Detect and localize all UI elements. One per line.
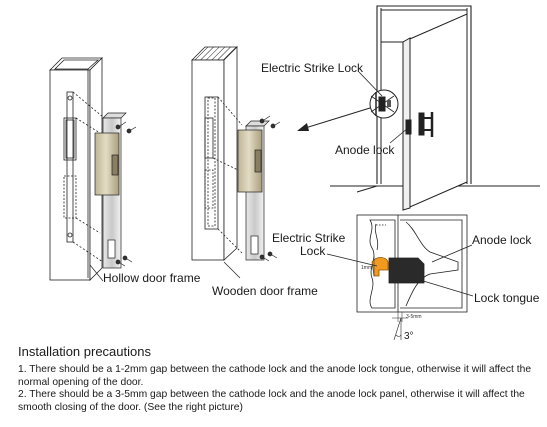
precaution-item-1: 1. There should be a 1-2mm gap between t… [18, 364, 532, 388]
tongue-detail-leader [419, 279, 474, 297]
anode-lock-top-leader [389, 127, 409, 144]
strike-lock-top-leader [358, 71, 383, 97]
precautions-title: Installation precautions [18, 344, 151, 359]
hollow-frame-strike-lock [94, 112, 137, 269]
direction-arrow [297, 107, 371, 131]
precaution-item-2: 2. There should be a 3-5mm gap between t… [18, 389, 525, 413]
diagram-svg [49, 5, 540, 341]
door-illustration [330, 5, 540, 211]
label-detail-lock: Lock [300, 244, 326, 258]
anode-detail-leader [431, 244, 473, 263]
detail-view [356, 214, 468, 341]
wooden-frame-leader [223, 261, 241, 279]
label-detail-electric-strike: Electric Strike [272, 231, 346, 245]
installation-diagram: Hollow door frame Wooden door frame Elec… [49, 5, 540, 342]
wooden-door-frame [191, 46, 243, 261]
strike-detail-leader [326, 253, 378, 267]
label-hollow-door-frame: Hollow door frame [103, 271, 201, 285]
label-wooden-door-frame: Wooden door frame [212, 284, 318, 298]
label-lock-tongue: Lock tongue [474, 291, 540, 305]
label-dim-3-5mm: 3-5mm [406, 314, 422, 320]
label-anode-lock: Anode lock [335, 143, 395, 157]
hollow-frame-leader [89, 264, 104, 282]
wooden-frame-strike-lock [237, 115, 281, 262]
label-angle: 3° [404, 331, 414, 342]
label-electric-strike-lock: Electric Strike Lock [261, 61, 364, 75]
label-dim-1mm: 1mm [361, 265, 373, 271]
label-detail-anode-lock: Anode lock [472, 233, 532, 247]
installation-precautions: Installation precautions 1. There should… [18, 344, 538, 414]
